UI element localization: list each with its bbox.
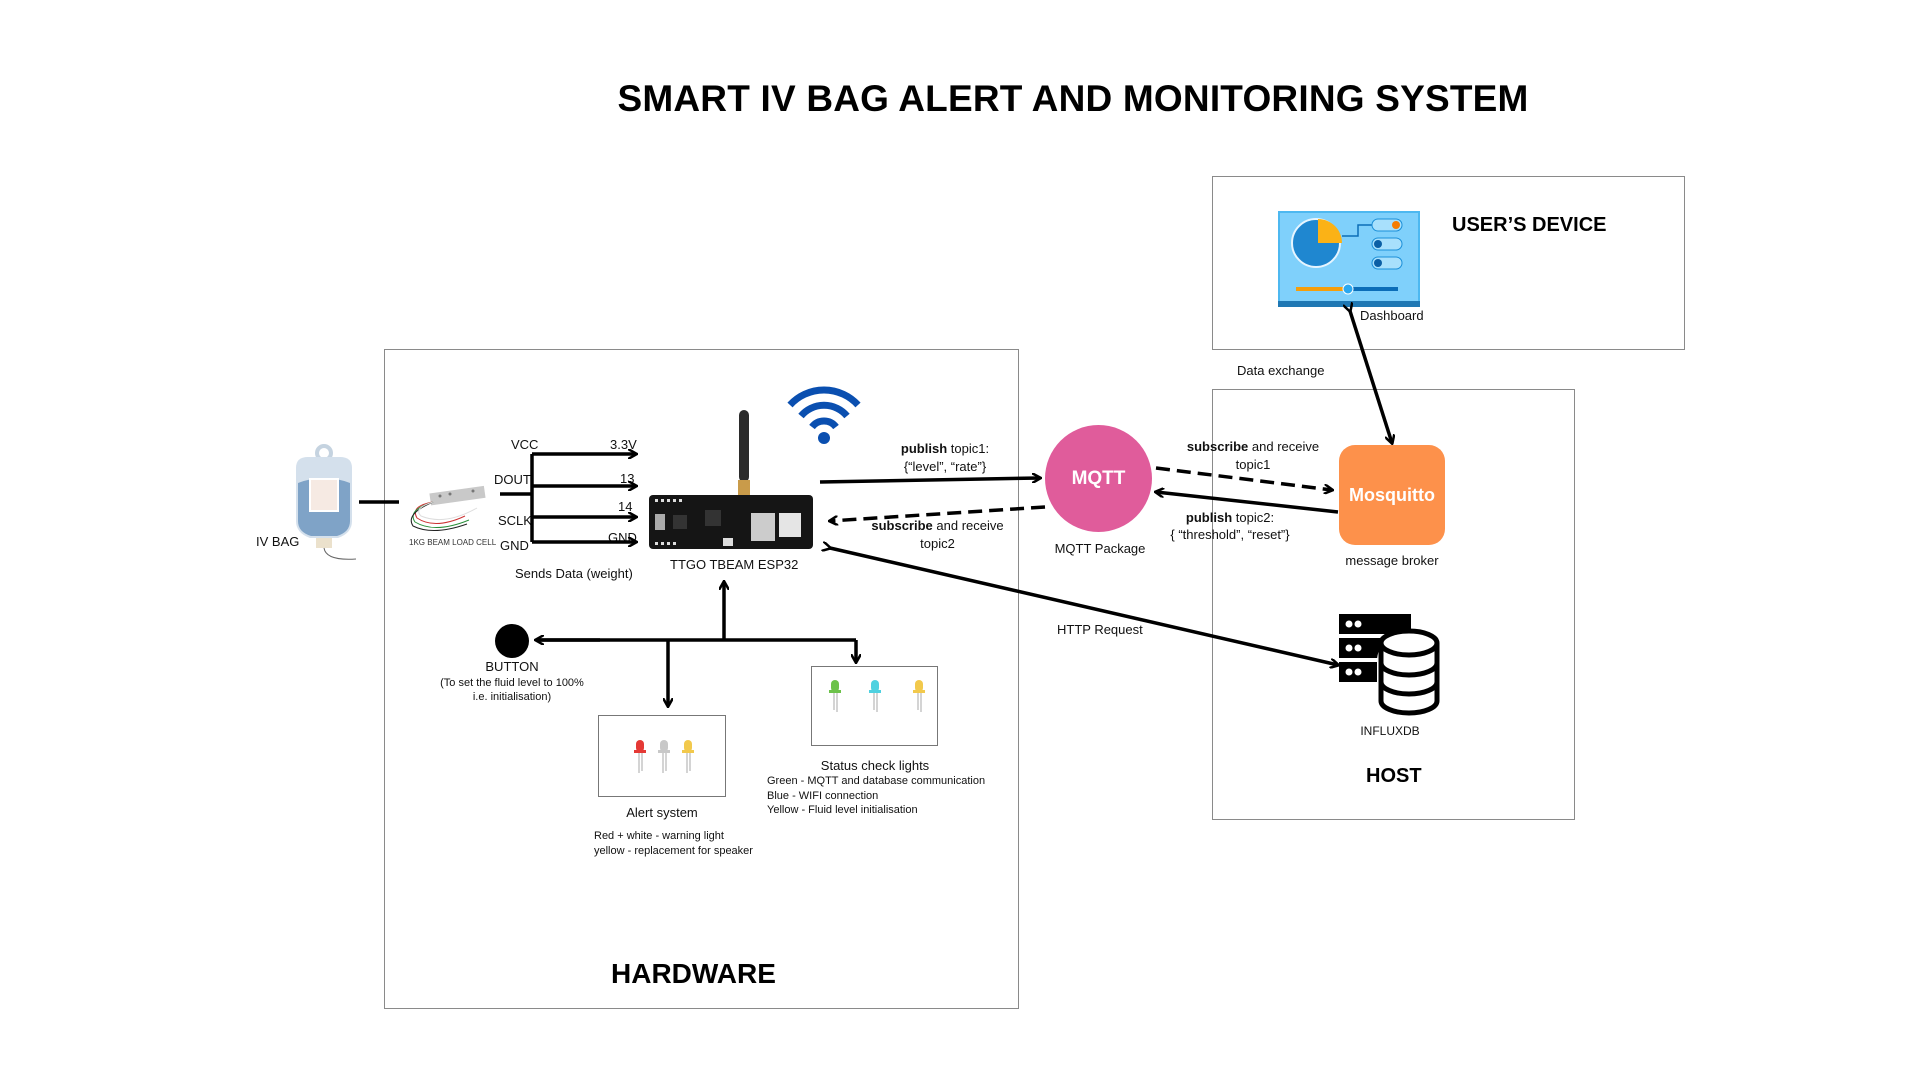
status-lights-label: Status check lights xyxy=(820,758,930,773)
led-white-icon xyxy=(658,740,670,773)
publish-topic1-label: publish topic1: xyxy=(870,441,1020,456)
status-desc-line2: Blue - WIFI connection xyxy=(767,790,879,802)
pin-13-target: 13 xyxy=(620,471,635,486)
iv-bag-label: IV BAG xyxy=(256,534,300,549)
http-request-label: HTTP Request xyxy=(1057,622,1143,637)
button-node xyxy=(495,624,529,658)
subscribe-topic2-keyword: subscribe xyxy=(871,518,933,533)
button-desc-line1: (To set the fluid level to 100% xyxy=(440,677,584,689)
iv-bag-icon xyxy=(296,444,357,560)
wifi-icon xyxy=(787,386,861,444)
users-device-panel-title: USER’S DEVICE xyxy=(1452,214,1607,236)
publish-topic2-keyword: publish xyxy=(1185,510,1233,525)
button-desc-line2: i.e. initialisation) xyxy=(472,691,552,703)
load-cell-label: 1KG BEAM LOAD CELL xyxy=(409,538,497,547)
status-desc-line3: Yellow - Fluid level initialisation xyxy=(767,804,918,816)
alert-desc-line1: Red + white - warning light xyxy=(594,830,724,842)
publish-topic1-payload: {“level”, “rate”} xyxy=(903,459,987,474)
publish-topic2-rest: topic2: xyxy=(1232,510,1275,525)
led-green-icon xyxy=(829,680,841,712)
alert-desc-line2: yellow - replacement for speaker xyxy=(594,845,753,857)
mosquitto-node-label: Mosquitto xyxy=(1349,484,1435,505)
alert-system-box xyxy=(598,715,726,797)
led-yellow-icon xyxy=(682,740,694,773)
subscribe-topic1-topic: topic1 xyxy=(1235,457,1271,472)
status-desc-line1: Green - MQTT and database communication xyxy=(767,775,986,787)
hardware-panel-title: HARDWARE xyxy=(611,958,776,989)
pin-dout-label: DOUT xyxy=(494,472,531,487)
led-yellow-status-icon xyxy=(913,680,925,712)
subscribe-topic2-rest: and receive xyxy=(932,518,1004,533)
subscribe-topic1-label: subscribe and receive xyxy=(1173,439,1333,454)
subscribe-topic2-label: subscribe and receive xyxy=(860,518,1015,533)
mosquitto-caption: message broker xyxy=(1345,553,1439,568)
pin-14-target: 14 xyxy=(618,499,633,514)
led-blue-icon xyxy=(869,680,881,712)
esp32-board-icon xyxy=(649,410,813,549)
led-red-icon xyxy=(634,740,646,773)
page-title: SMART IV BAG ALERT AND MONITORING SYSTEM xyxy=(617,78,1529,119)
pin-gnd-label: GND xyxy=(500,538,529,553)
mqtt-caption: MQTT Package xyxy=(1054,541,1146,556)
subscribe-topic1-rest: and receive xyxy=(1248,439,1320,454)
publish-topic2-payload: { “threshold”, “reset”} xyxy=(1170,527,1290,542)
influxdb-label: INFLUXDB xyxy=(1360,724,1420,738)
status-leds xyxy=(829,680,925,712)
database-server-icon xyxy=(1339,614,1441,716)
load-cell-icon xyxy=(410,485,486,531)
pin-vcc-label: VCC xyxy=(511,437,539,452)
host-panel-title: HOST xyxy=(1366,765,1422,787)
pin-gnd-target: GND xyxy=(608,530,637,545)
users-device-panel xyxy=(1212,176,1685,350)
publish-topic2-label: publish topic2: xyxy=(1150,510,1310,525)
mqtt-node-label: MQTT xyxy=(1071,467,1126,489)
alert-system-label: Alert system xyxy=(626,805,698,820)
hardware-panel xyxy=(384,349,1019,1009)
button-label: BUTTON xyxy=(485,659,539,674)
mqtt-node: MQTT xyxy=(1045,425,1152,532)
data-exchange-label: Data exchange xyxy=(1237,363,1325,378)
esp32-label: TTGO TBEAM ESP32 xyxy=(670,557,799,572)
subscribe-topic2-topic: topic2 xyxy=(920,536,955,551)
publish-topic1-rest: topic1: xyxy=(947,441,990,456)
dashboard-icon xyxy=(1278,211,1420,307)
sends-data-label: Sends Data (weight) xyxy=(515,566,633,581)
pin-sclk-label: SCLK xyxy=(498,513,532,528)
pin-3v3-target: 3.3V xyxy=(610,437,637,452)
dashboard-label: Dashboard xyxy=(1360,308,1424,323)
alert-leds xyxy=(634,740,694,773)
subscribe-topic1-keyword: subscribe xyxy=(1186,439,1249,454)
mosquitto-node: Mosquitto xyxy=(1339,445,1445,545)
publish-topic1-keyword: publish xyxy=(900,441,948,456)
